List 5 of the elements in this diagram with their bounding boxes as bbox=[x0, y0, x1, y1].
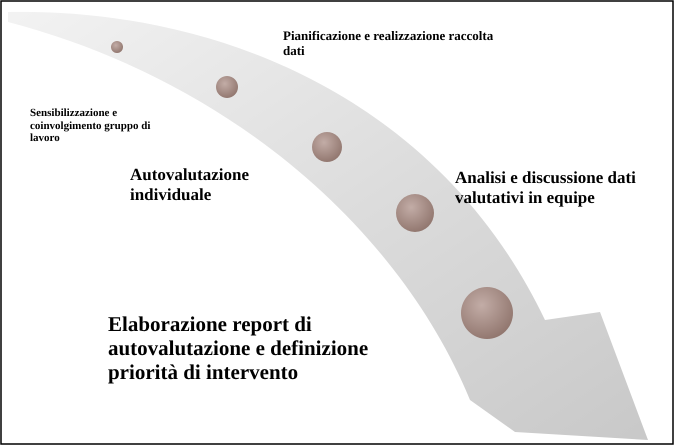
step-label: Autovalutazione individuale bbox=[130, 165, 250, 204]
step-label: Sensibilizzazione e coinvolgimento gruppo di lavoro bbox=[30, 107, 152, 145]
step-label: Pianificazione e realizzazione raccolta dati bbox=[283, 29, 494, 59]
step-label: Analisi e discussione dati valutativi in equipe bbox=[455, 168, 637, 208]
step-label: Elaborazione report di autovalutazione e definizione priorità di intervento bbox=[108, 312, 370, 384]
